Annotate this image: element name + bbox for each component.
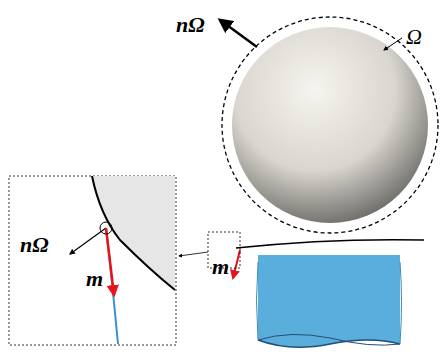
sphere: [232, 27, 428, 223]
inset-frame: [9, 176, 176, 345]
normal-arrow: [220, 20, 257, 47]
inset-normal: [70, 228, 106, 254]
conormal-label: m: [212, 256, 229, 278]
inset-contact: [92, 176, 175, 290]
leader-line: [384, 38, 402, 50]
normal-label: nΩ: [176, 14, 205, 36]
contact-point: [100, 222, 112, 234]
contact-line: [236, 240, 424, 248]
normal-label: nΩ: [20, 234, 49, 256]
domain-boundary: [222, 17, 438, 233]
conormal-arrow: [233, 250, 240, 278]
inset-conormal: [106, 228, 114, 295]
conormal-label: m: [86, 268, 103, 290]
inset-solid: [92, 176, 175, 290]
liquid-bridge: [258, 255, 400, 347]
zoom-pointer: [179, 252, 208, 256]
inset-interface: [106, 228, 118, 344]
domain-label: Ω: [406, 26, 422, 48]
